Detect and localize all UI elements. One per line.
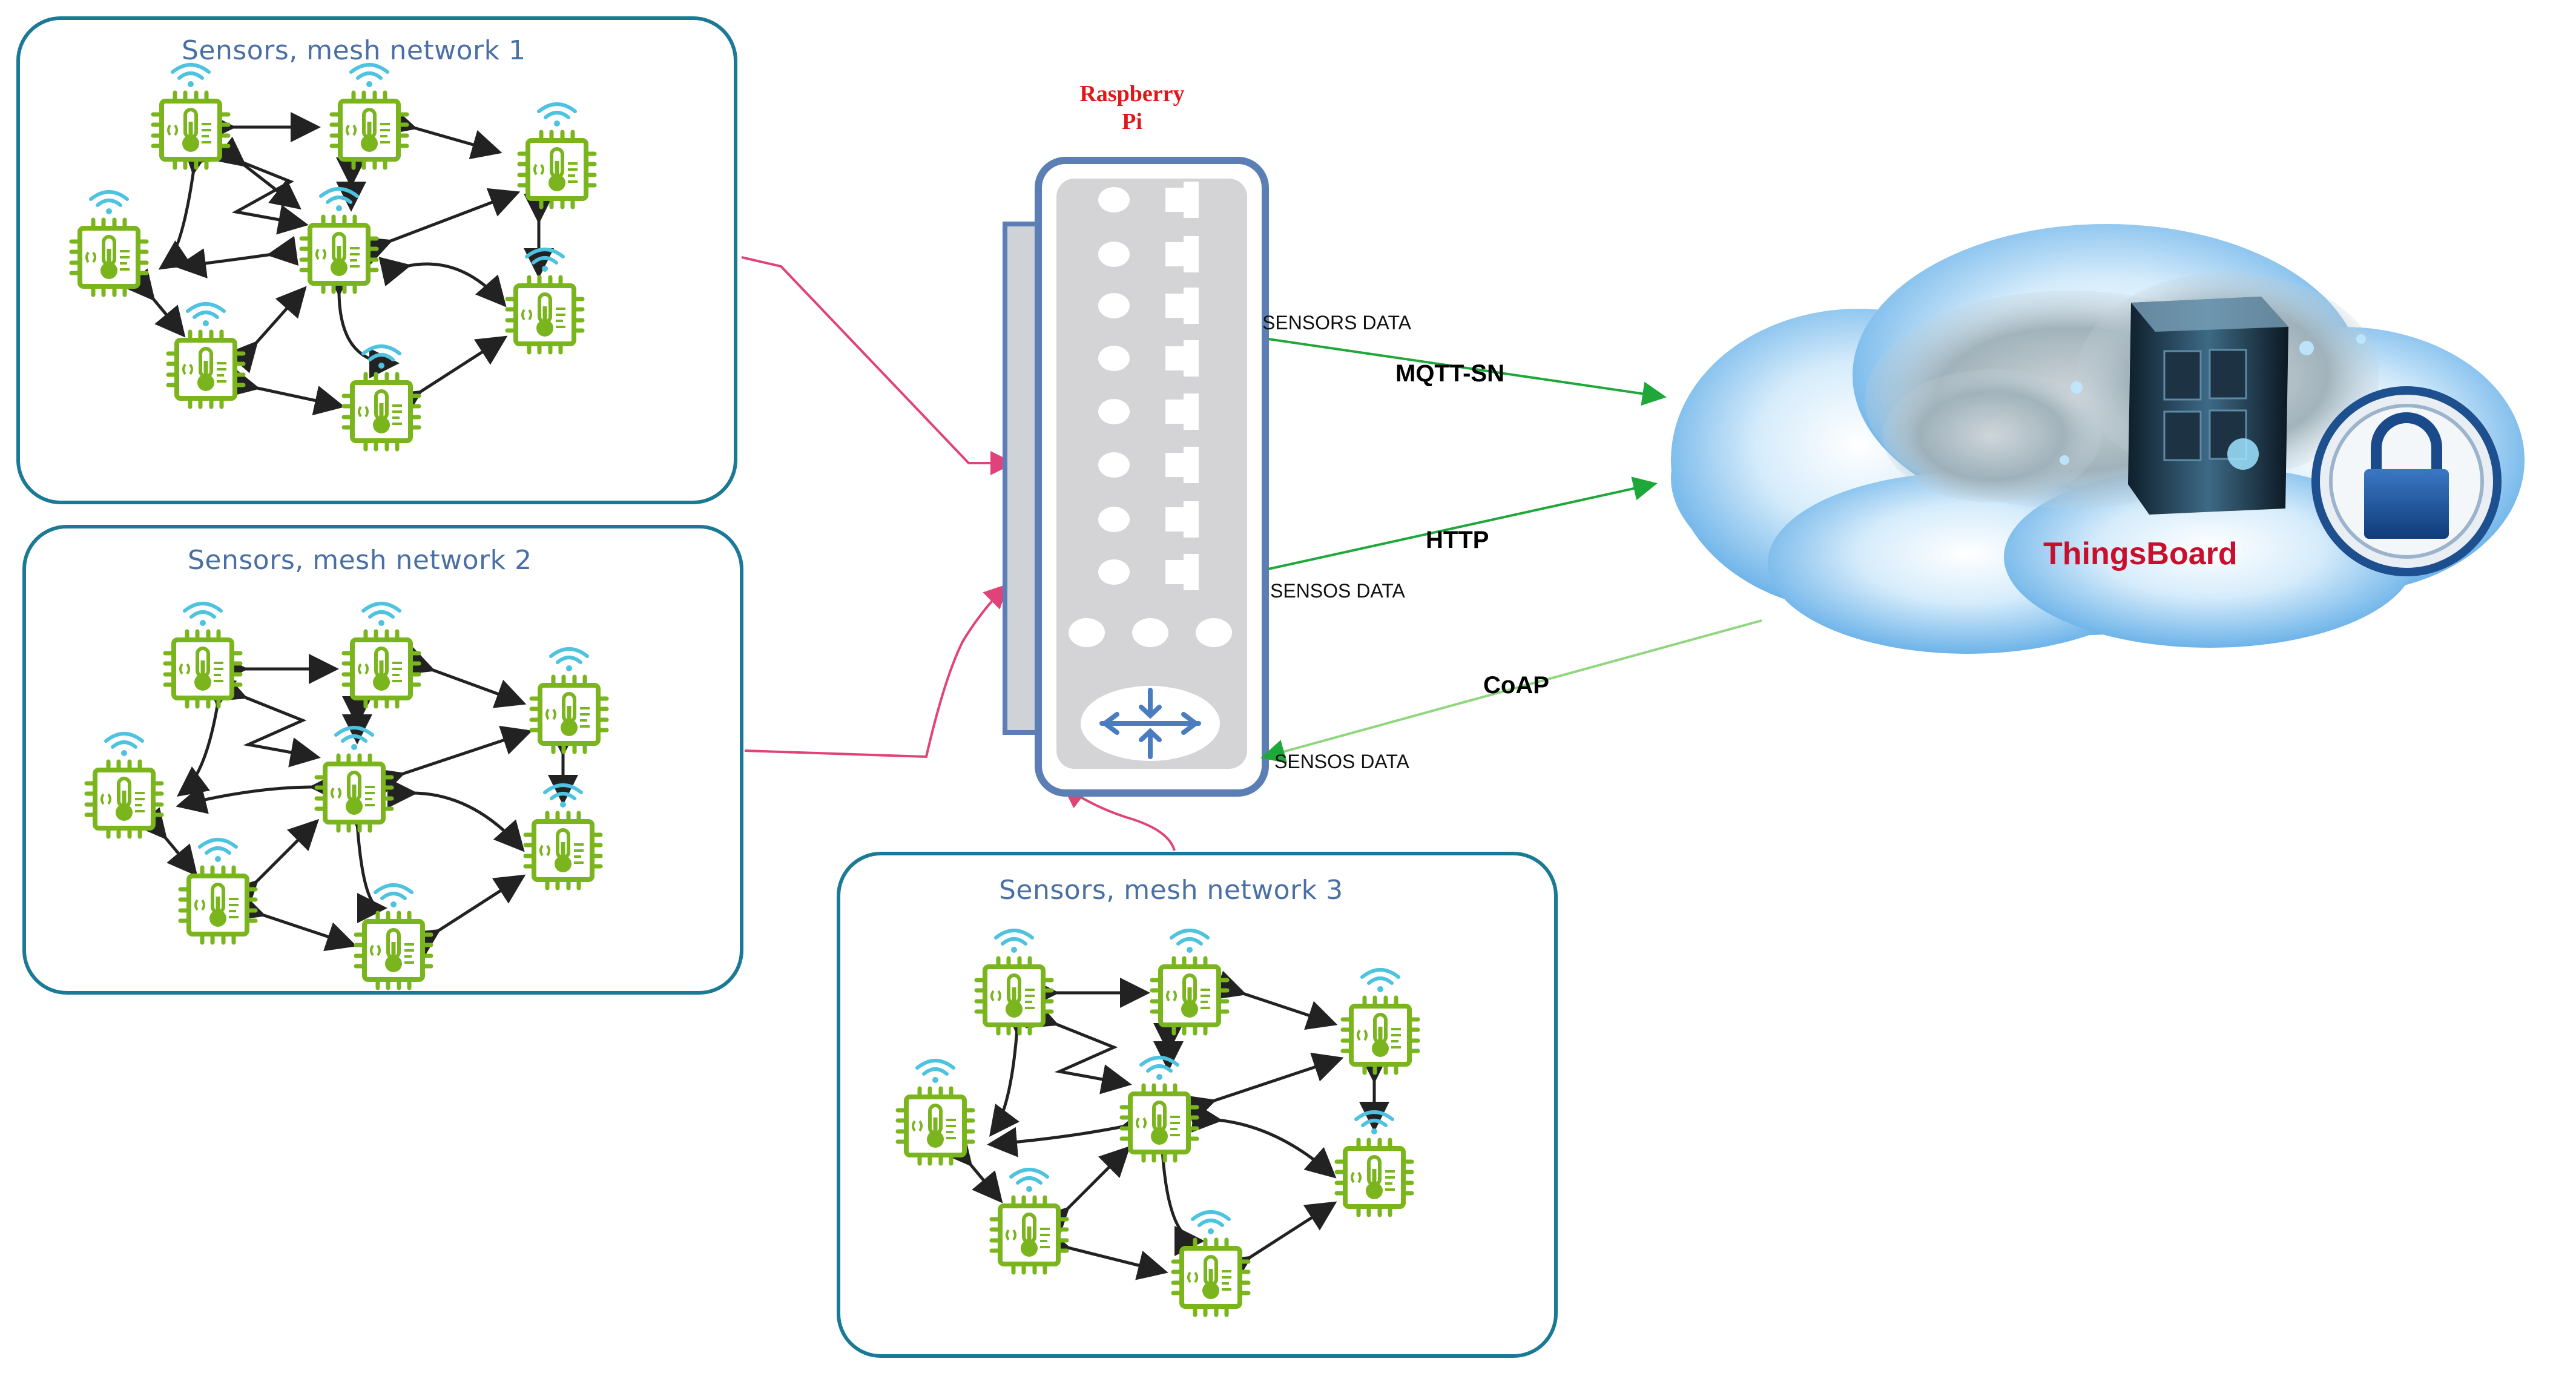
raspberry-pi-title-line1: Raspberry [1079, 81, 1185, 107]
coap-label: CoAP [1483, 672, 1549, 699]
gateway-ports [1165, 182, 1199, 590]
mesh-network-2-panel [22, 525, 743, 995]
sensors-data-label-bottom: SENSOS DATA [1274, 751, 1409, 772]
mesh-network-3-title: Sensors, mesh network 3 [999, 875, 1343, 906]
thingsboard-cloud [1671, 224, 2525, 654]
sensors-data-label-top: SENSORS DATA [1262, 312, 1411, 334]
raspberry-pi-device [1003, 157, 1269, 797]
protocol-links [1260, 338, 1762, 763]
thingsboard-label: ThingsBoard [2043, 536, 2238, 571]
mesh-network-3-panel [837, 852, 1558, 1358]
mesh-network-2-title: Sensors, mesh network 2 [188, 545, 532, 576]
mesh-to-gateway-links [741, 256, 1176, 851]
mesh-network-1-panel [16, 16, 737, 504]
mesh-links-1 [124, 105, 554, 420]
mqtt-sn-label: MQTT-SN [1395, 360, 1504, 387]
http-label: HTTP [1426, 527, 1489, 553]
merge-icon [1099, 688, 1201, 759]
raspberry-pi-title: Raspberry Pi [1041, 80, 1223, 136]
mesh-links-3 [941, 970, 1389, 1285]
mesh-network-1-title: Sensors, mesh network 1 [182, 35, 526, 66]
sensors-data-label-mid: SENSOS DATA [1270, 580, 1405, 602]
lock-icon [2311, 386, 2502, 576]
server-icon [2128, 297, 2288, 515]
raspberry-pi-title-line2: Pi [1122, 109, 1142, 134]
